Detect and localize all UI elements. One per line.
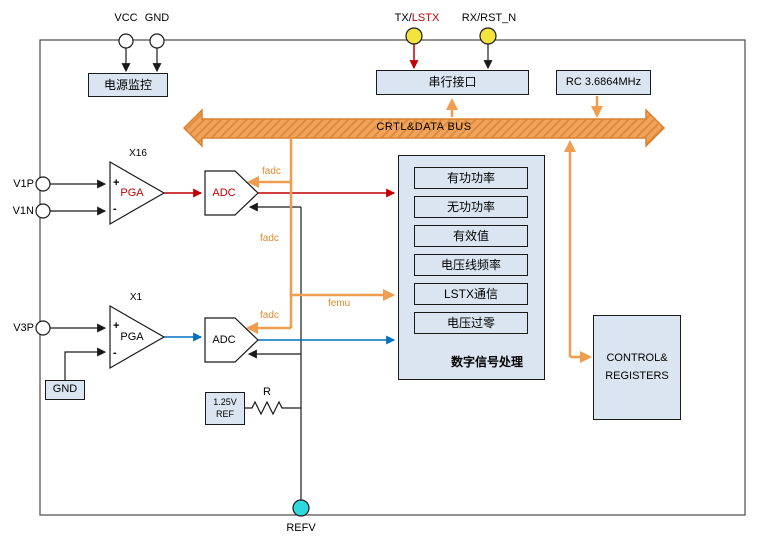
dsp-title: 数字信号处理: [450, 355, 523, 369]
v1p-pin: [35, 176, 51, 192]
dsp-item: 电压过零: [414, 312, 528, 334]
fadc-mid-signal-label: fadc: [260, 233, 279, 244]
refv-pin-label: REFV: [286, 522, 316, 534]
resistor-label: R: [263, 386, 271, 398]
dsp-item: 有功功率: [414, 167, 528, 189]
adc1-label: ADC: [212, 187, 236, 199]
dsp-item-label: 电压过零: [446, 315, 495, 330]
control-registers-line1: CONTROL&: [606, 351, 668, 364]
chip-boundary: [39, 39, 746, 516]
dsp-item: 有效值: [414, 225, 528, 247]
pga2-gain-label: X1: [129, 292, 143, 303]
v1p-pin-label: V1P: [13, 178, 34, 190]
adc2-shape: [204, 317, 259, 363]
power-monitor-label: 电源监控: [103, 77, 152, 92]
control-registers-line2: REGISTERS: [605, 369, 669, 382]
tx-pin-label: TX/LSTX: [380, 12, 454, 24]
pga1-gain-label: X16: [129, 148, 147, 159]
dsp-item-label: 无功功率: [446, 199, 495, 214]
dsp-item-label: 有效值: [452, 228, 489, 243]
pga2-minus-input: -: [113, 347, 117, 359]
vref-label-line2: REF: [216, 408, 234, 419]
pga2-label: PGA: [120, 331, 144, 343]
pga1-plus-input: +: [113, 177, 120, 189]
pga1-triangle: [109, 160, 166, 226]
gnd-block: GND: [45, 380, 85, 400]
fadc-top-signal-label: fadc: [262, 166, 281, 177]
pga1-label: PGA: [120, 187, 144, 199]
vcc-pin: [118, 33, 134, 49]
v3p-pin: [35, 320, 51, 336]
bus-label: CRTL&DATA BUS: [376, 121, 472, 133]
gnd-pin: [149, 33, 165, 49]
gnd-to-pga2-wire: [64, 347, 107, 380]
vcc-pin-label: VCC: [114, 12, 138, 24]
dsp-item-label: 电压线频率: [440, 257, 501, 272]
control-registers-block: CONTROL& REGISTERS: [593, 315, 681, 420]
serial-interface-block: 串行接口: [376, 70, 529, 95]
vref-resistor-wire: [245, 400, 301, 416]
tx-pin-label-black: TX/: [394, 12, 412, 24]
gnd-pin-label: GND: [144, 12, 170, 24]
v3p-pin-label: V3P: [13, 322, 34, 334]
pga1-minus-input: -: [113, 203, 117, 215]
dsp-item: 无功功率: [414, 196, 528, 218]
vref-block: 1.25V REF: [205, 392, 245, 425]
femu-signal-label: femu: [328, 298, 351, 309]
dsp-item: 电压线频率: [414, 254, 528, 276]
rx-pin-label: RX/RST_N: [461, 12, 517, 24]
dsp-item-label: 有功功率: [446, 170, 495, 185]
pga2-plus-input: +: [113, 320, 120, 332]
rx-pin: [479, 27, 497, 45]
tx-pin: [405, 27, 423, 45]
dsp-item: LSTX通信: [414, 283, 528, 305]
ctrl-data-bus: [182, 108, 666, 148]
fadc-bottom-signal-label: fadc: [260, 310, 279, 321]
dsp-item-label: LSTX通信: [443, 286, 498, 301]
v1n-pin: [35, 203, 51, 219]
adc1-shape: [204, 170, 259, 216]
power-monitor-block: 电源监控: [88, 73, 168, 97]
pga2-triangle: [109, 304, 166, 370]
rc-oscillator-block: RC 3.6864MHz: [556, 70, 651, 95]
adc2-label: ADC: [212, 334, 236, 346]
v1n-pin-label: V1N: [12, 205, 34, 217]
gnd-block-label: GND: [52, 383, 78, 396]
vref-label-line1: 1.25V: [213, 397, 237, 408]
refv-pin: [292, 499, 310, 517]
serial-interface-label: 串行接口: [428, 75, 477, 89]
rc-oscillator-label: RC 3.6864MHz: [565, 75, 642, 88]
tx-pin-label-red: LSTX: [411, 12, 440, 24]
